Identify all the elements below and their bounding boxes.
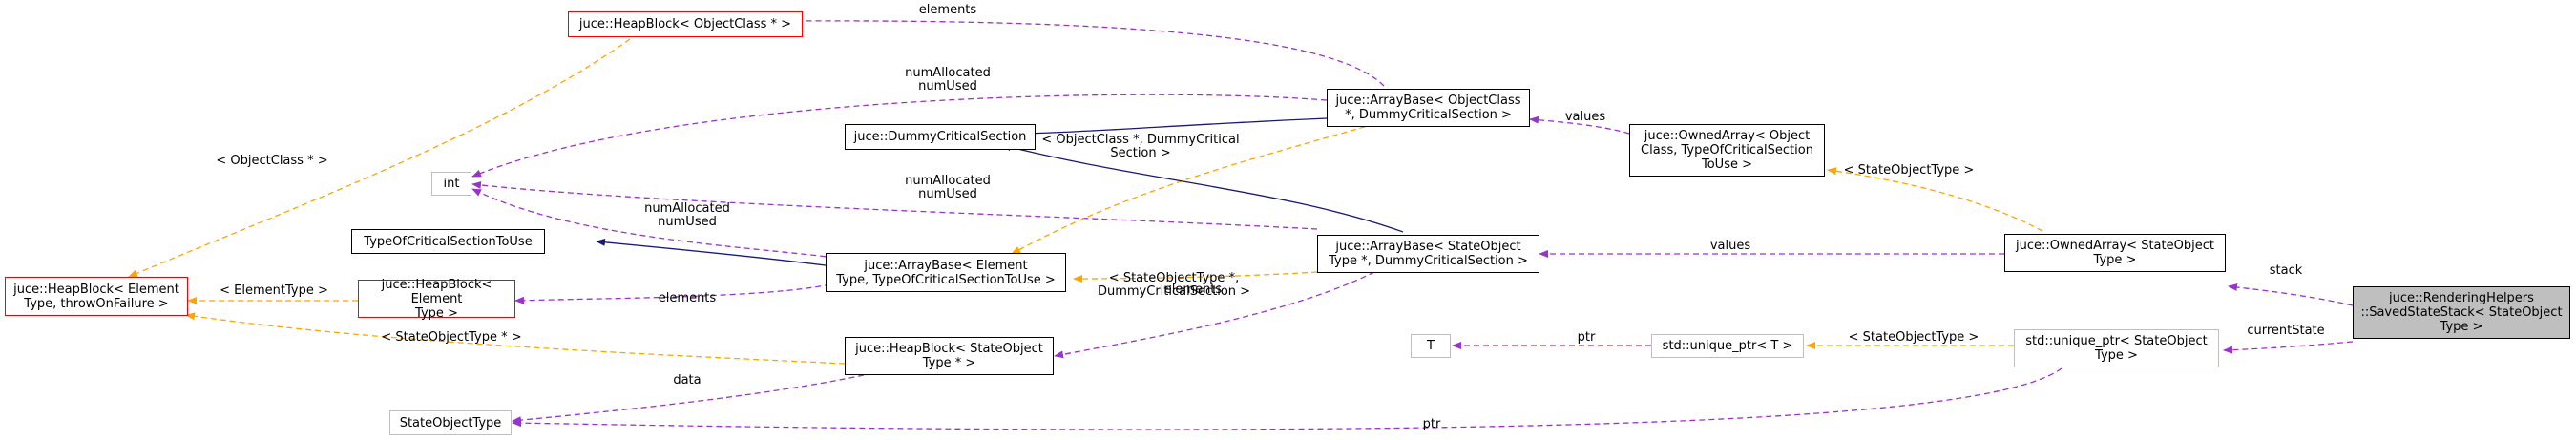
edge-label-elements-top: elements: [919, 3, 977, 17]
edge-label-values-top: values: [1565, 110, 1606, 124]
edge-elements-right: [1054, 271, 1375, 359]
node-ownedarray-objectclass[interactable]: juce::OwnedArray< Object Class, TypeOfCr…: [1629, 124, 1825, 177]
edge-stateobjecttype-template-right: [1827, 167, 2043, 232]
node-arraybase-element[interactable]: juce::ArrayBase< Element Type, TypeOfCri…: [826, 253, 1066, 292]
edge-label-elements-right: elements: [1164, 283, 1223, 297]
edge-objectclass-template: [128, 38, 631, 278]
node-dummy-critical-section[interactable]: juce::DummyCriticalSection: [845, 124, 1036, 150]
node-heapblock-objectclass[interactable]: juce::HeapBlock< ObjectClass * >: [568, 11, 803, 37]
edge-numallocated-low: [471, 180, 1318, 230]
node-int[interactable]: int: [431, 172, 471, 196]
edge-objectclass-dummy-template: [1011, 123, 1375, 255]
edge-label-stateobjecttype-template-right: < StateObjectType >: [1844, 163, 1975, 178]
edge-label-currentstate: currentState: [2247, 324, 2324, 338]
node-heapblock-element[interactable]: juce::HeapBlock< Element Type >: [358, 278, 515, 321]
edge-label-values-mid: values: [1710, 239, 1751, 253]
edge-label-elements-left: elements: [659, 291, 717, 305]
edge-inherit-typeofcs: [596, 238, 827, 266]
edge-label-elementtype-template: < ElementType >: [220, 283, 328, 298]
edge-stateobjecttype-ptr-template: [185, 312, 846, 365]
node-heapblock-element-throw[interactable]: juce::HeapBlock< Element Type, throwOnFa…: [5, 277, 188, 316]
edge-label-ptr-bottom: ptr: [1423, 417, 1441, 431]
node-unique-ptr-stateobject[interactable]: std::unique_ptr< StateObject Type >: [2014, 329, 2219, 367]
edge-numallocated-top: [471, 94, 1328, 178]
node-state-object-type[interactable]: StateObjectType: [389, 410, 512, 435]
edge-label-stateobjecttype-dummy-template: < StateObjectType *,DummyCriticalSection…: [1098, 271, 1250, 299]
node-arraybase-objectclass[interactable]: juce::ArrayBase< ObjectClass *, DummyCri…: [1327, 89, 1530, 127]
edge-label-stack: stack: [2270, 263, 2303, 278]
node-t[interactable]: T: [1411, 334, 1451, 358]
edge-inherit-dummy-objectclass: [1025, 117, 1328, 137]
edge-ptr-bottom: [512, 367, 2063, 430]
edge-inherit-dummy-stateobject: [1001, 143, 1404, 233]
edge-label-objectclass-template: < ObjectClass * >: [216, 154, 327, 168]
edge-stateobjecttype-dummy-template: [1073, 271, 1318, 283]
node-arraybase-stateobject[interactable]: juce::ArrayBase< StateObject Type *, Dum…: [1317, 235, 1539, 273]
edge-label-data: data: [673, 373, 701, 388]
node-heapblock-stateobject[interactable]: juce::HeapBlock< StateObject Type * >: [845, 337, 1054, 375]
edge-elements-left: [514, 283, 831, 304]
node-ownedarray-stateobject[interactable]: juce::OwnedArray< StateObject Type >: [2004, 234, 2226, 272]
edge-numallocated-mid: [471, 188, 836, 259]
node-saved-state-stack[interactable]: juce::RenderingHelpers ::SavedStateStack…: [2353, 286, 2570, 339]
node-type-of-critical-section-to-use[interactable]: TypeOfCriticalSectionToUse: [351, 229, 545, 254]
edge-currentstate: [2223, 341, 2354, 354]
edge-stack: [2228, 283, 2354, 306]
node-unique-ptr-t[interactable]: std::unique_ptr< T >: [1651, 334, 1804, 358]
edge-data: [512, 374, 865, 425]
edge-values-top: [1529, 115, 1630, 135]
edge-label-ptr-t: ptr: [1578, 330, 1596, 345]
edge-label-stateobjecttype-template-ptr: < StateObjectType >: [1849, 330, 1979, 345]
edge-label-stateobjecttype-ptr-template: < StateObjectType * >: [381, 330, 521, 345]
edge-elements-top: [782, 16, 1385, 87]
